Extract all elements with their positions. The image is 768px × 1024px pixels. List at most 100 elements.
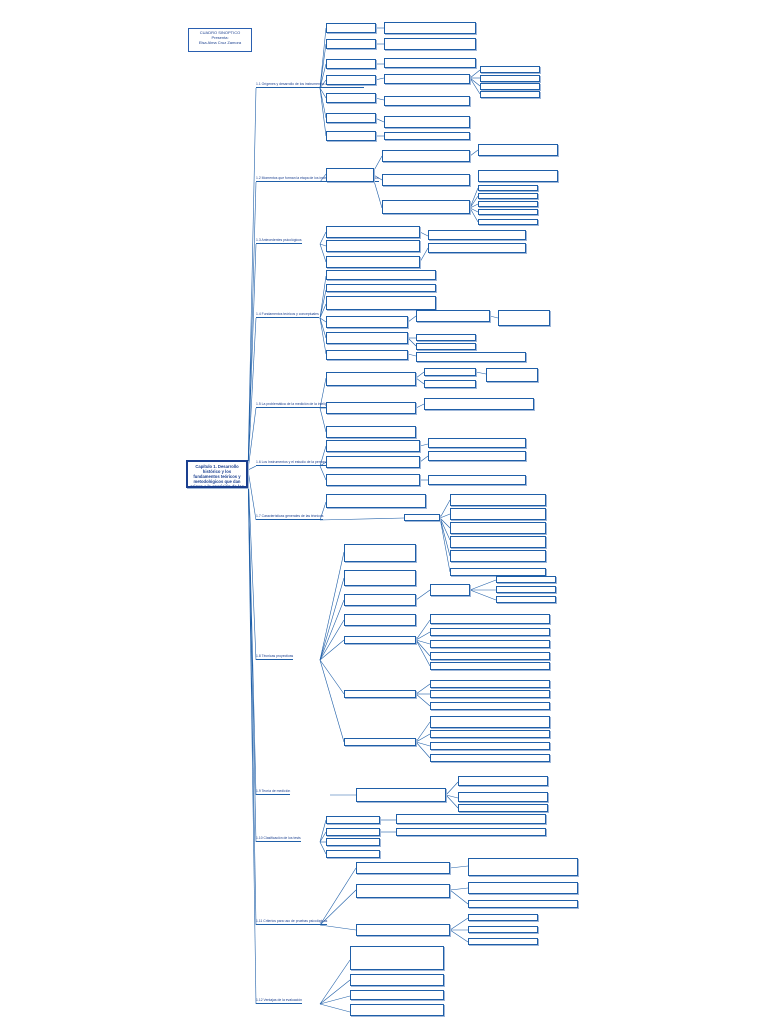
node-1-7-d	[450, 508, 546, 520]
node-1-11-d	[468, 858, 578, 876]
title-line-3: Elsa Alma Cruz Zamora	[198, 40, 242, 45]
node-1-11-i	[468, 938, 538, 945]
node-1-8-r	[430, 690, 550, 698]
node-1-1-c	[326, 59, 376, 69]
node-1-5-a	[326, 372, 416, 386]
node-1-8-c	[344, 594, 416, 606]
node-1-3-a	[326, 226, 420, 238]
node-1-8-q	[430, 680, 550, 688]
node-1-6-b	[326, 456, 420, 468]
topic-1-8: 1.8 Técnicas proyectivas	[256, 654, 294, 660]
node-1-9-d	[458, 804, 548, 812]
topic-1-9: 1.9 Teoría de medición	[256, 789, 291, 795]
node-1-7-a	[326, 494, 426, 508]
node-1-1-g2	[384, 132, 470, 140]
node-1-8-m	[430, 628, 550, 636]
node-1-10-e	[396, 814, 546, 824]
node-1-9-b	[458, 776, 548, 786]
node-1-8-b	[344, 570, 416, 586]
node-1-7-g	[450, 550, 546, 562]
node-1-7-b	[404, 514, 440, 521]
node-1-2-h	[478, 193, 538, 199]
node-1-1-c2	[384, 58, 476, 68]
node-1-1-g	[326, 131, 376, 141]
node-1-1-f	[326, 113, 376, 123]
node-1-3-c	[326, 256, 420, 268]
node-1-8-l	[430, 614, 550, 624]
node-1-1-f2	[384, 116, 470, 128]
node-1-1-j	[480, 83, 540, 90]
node-1-11-a	[356, 862, 450, 874]
node-1-2-e	[478, 144, 558, 156]
node-1-1-b	[326, 39, 376, 49]
node-1-1-d	[326, 75, 376, 85]
node-1-2-b	[382, 150, 470, 162]
node-1-11-f	[468, 900, 578, 908]
node-1-4-e	[326, 332, 408, 344]
topic-1-6: 1.6 Los Instrumentos y el estudio de la …	[256, 460, 335, 466]
node-1-11-h	[468, 926, 538, 933]
topic-1-10: 1.10 Clasificación de los tests	[256, 836, 301, 842]
topic-1-3: 1.3 Antecedentes psicológicos	[256, 238, 302, 244]
node-1-12-d	[350, 1004, 444, 1016]
node-1-6-f	[428, 475, 526, 485]
node-1-8-e	[344, 636, 416, 644]
node-1-2-d	[382, 200, 470, 214]
topic-1-7: 1.7 Características generales de las téc…	[256, 514, 324, 520]
node-1-8-j	[496, 586, 556, 593]
node-1-8-s	[430, 702, 550, 710]
node-1-7-c	[450, 494, 546, 506]
node-1-4-c	[326, 296, 436, 310]
node-1-11-c	[356, 924, 450, 936]
node-1-10-a	[326, 816, 380, 824]
node-1-5-e	[424, 380, 476, 388]
node-1-9-a	[356, 788, 446, 802]
node-1-9-c	[458, 792, 548, 802]
root-node-label: Capítulo 1. Desarrollo histórico y los f…	[190, 464, 244, 488]
node-1-1-e	[326, 93, 376, 103]
node-1-1-h	[480, 66, 540, 73]
node-1-6-d	[428, 438, 526, 448]
node-1-3-e	[428, 243, 526, 253]
node-1-8-n	[430, 640, 550, 648]
node-1-10-b	[326, 828, 380, 836]
node-1-11-g	[468, 914, 538, 921]
node-1-2-g	[478, 185, 538, 191]
node-1-4-i	[416, 334, 476, 341]
node-1-8-u	[430, 730, 550, 738]
node-1-8-f	[344, 690, 416, 698]
topic-1-4: 1.4 Fundamentos teóricos y conceptuales	[256, 312, 319, 318]
node-1-1-e2	[384, 96, 470, 106]
node-1-8-o	[430, 652, 550, 660]
node-1-8-g	[344, 738, 416, 746]
node-1-8-t	[430, 716, 550, 728]
node-1-3-d	[428, 230, 526, 240]
node-1-2-i	[478, 201, 538, 207]
node-1-7-h	[450, 568, 546, 576]
node-1-2-j	[478, 209, 538, 215]
node-1-1-a	[326, 23, 376, 33]
node-1-1-d2	[384, 74, 470, 84]
root-node: Capítulo 1. Desarrollo histórico y los f…	[186, 460, 248, 488]
node-1-1-k	[480, 91, 540, 98]
node-1-4-f	[326, 350, 408, 360]
topic-1-2: 1.2 Momentos que forman la etapa de los …	[256, 176, 379, 182]
node-1-4-k	[416, 352, 526, 362]
node-1-8-k	[496, 596, 556, 603]
node-1-11-e	[468, 882, 578, 894]
node-1-12-b	[350, 974, 444, 986]
node-1-8-w	[430, 754, 550, 762]
node-1-4-j	[416, 343, 476, 350]
topic-1-12: 1.12 Ventajas de la evaluación	[256, 998, 302, 1004]
node-1-4-g	[416, 310, 490, 322]
node-1-12-c	[350, 990, 444, 1000]
node-1-1-i	[480, 75, 540, 82]
title-line-2: Presenta:	[211, 35, 229, 40]
node-1-5-c	[326, 426, 416, 438]
node-1-2-c	[382, 174, 470, 186]
node-1-10-d	[326, 850, 380, 858]
node-1-4-b	[326, 284, 436, 292]
node-1-12-a	[350, 946, 444, 970]
